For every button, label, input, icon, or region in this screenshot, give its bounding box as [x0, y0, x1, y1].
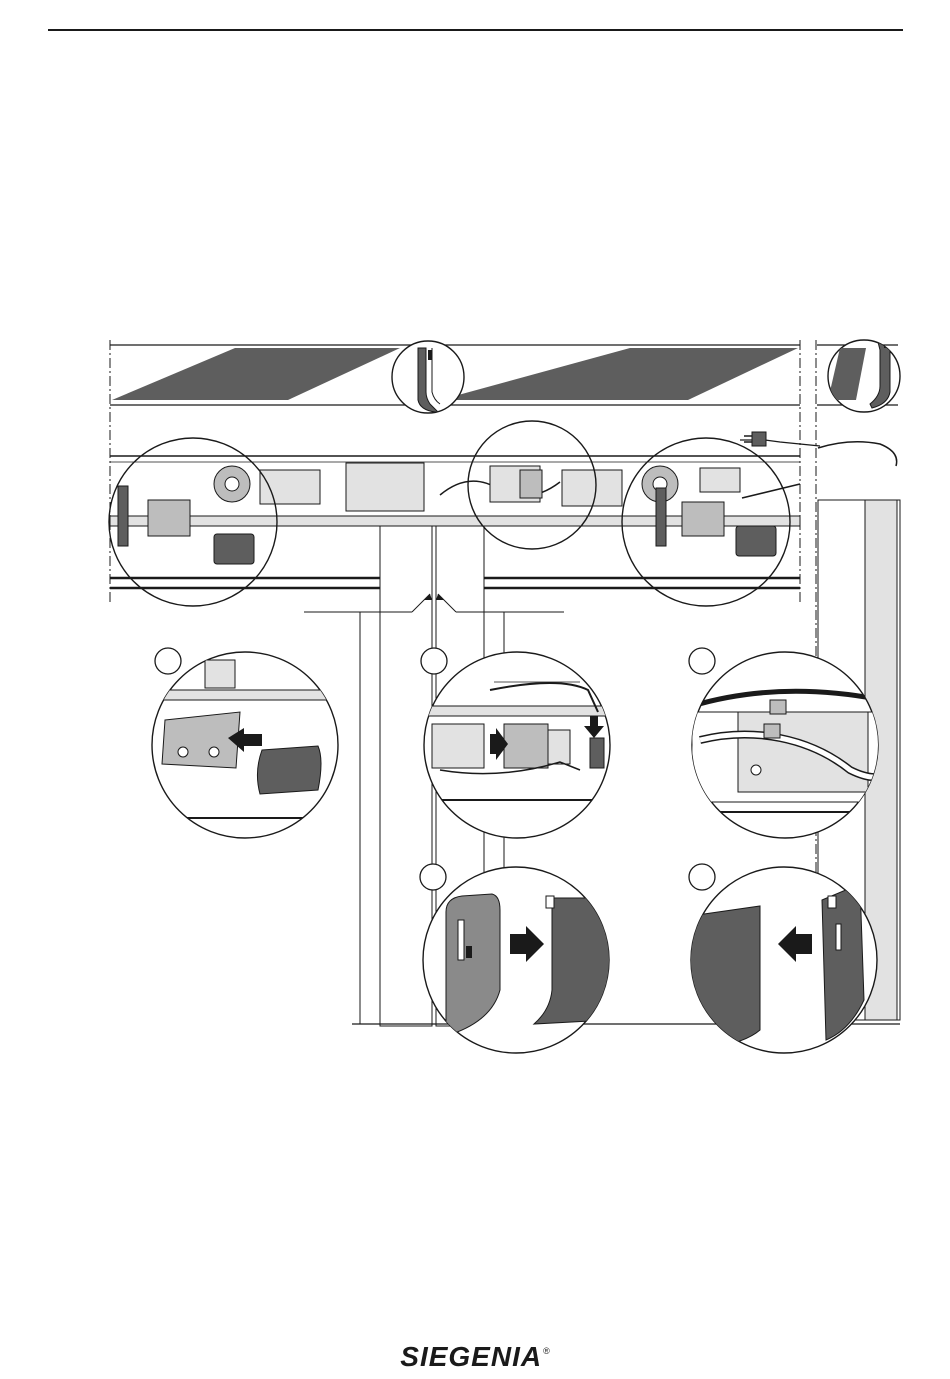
detail-5 [689, 864, 877, 1053]
end-cap-callout-center [392, 341, 464, 413]
registered-mark: ® [543, 1346, 550, 1356]
siegenia-logo: SIEGENIA ® [370, 1340, 580, 1374]
power-plug-icon [744, 432, 766, 446]
end-cap-callout-right [828, 338, 900, 412]
brand-name: SIEGENIA [400, 1341, 542, 1373]
detail-1 [140, 648, 360, 838]
center-meeting-arrows [304, 594, 564, 612]
